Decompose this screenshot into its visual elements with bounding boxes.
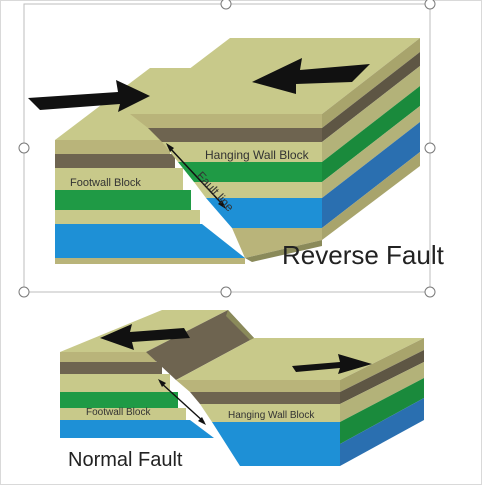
arrow-right-normal-icon [292, 354, 372, 374]
selection-handle-bottom-right[interactable] [424, 286, 436, 298]
arrow-left-icon [252, 58, 370, 94]
selection-handle-left[interactable] [18, 142, 30, 154]
fault-line-arrow-normal [158, 379, 206, 425]
selection-handle-bottom[interactable] [220, 286, 232, 298]
reverse-fault-diagram: Hanging Wall Block Footwall Block Fault … [28, 38, 445, 270]
selection-handle-top[interactable] [220, 0, 232, 10]
hanging-wall-label-reverse: Hanging Wall Block [205, 148, 310, 162]
normal-fault-title: Normal Fault [68, 449, 183, 471]
fault-scarp-normal [146, 310, 254, 380]
footwall-label-reverse: Footwall Block [70, 177, 141, 189]
selection-handle-bottom-left[interactable] [18, 286, 30, 298]
hanging-wall-block-normal [176, 338, 424, 466]
arrow-left-normal-icon [100, 324, 190, 350]
arrow-right-icon [28, 80, 150, 112]
hanging-wall-label-normal: Hanging Wall Block [228, 410, 315, 421]
selection-handle-top-right[interactable] [424, 0, 436, 10]
normal-fault-diagram: Footwall Block Hanging Wall Block Normal… [60, 310, 424, 471]
selection-box[interactable] [18, 0, 436, 298]
footwall-label-normal: Footwall Block [86, 407, 151, 418]
selection-handle-right[interactable] [424, 142, 436, 154]
fault-line-arrow-reverse [166, 143, 226, 209]
reverse-fault-title: Reverse Fault [282, 240, 445, 270]
